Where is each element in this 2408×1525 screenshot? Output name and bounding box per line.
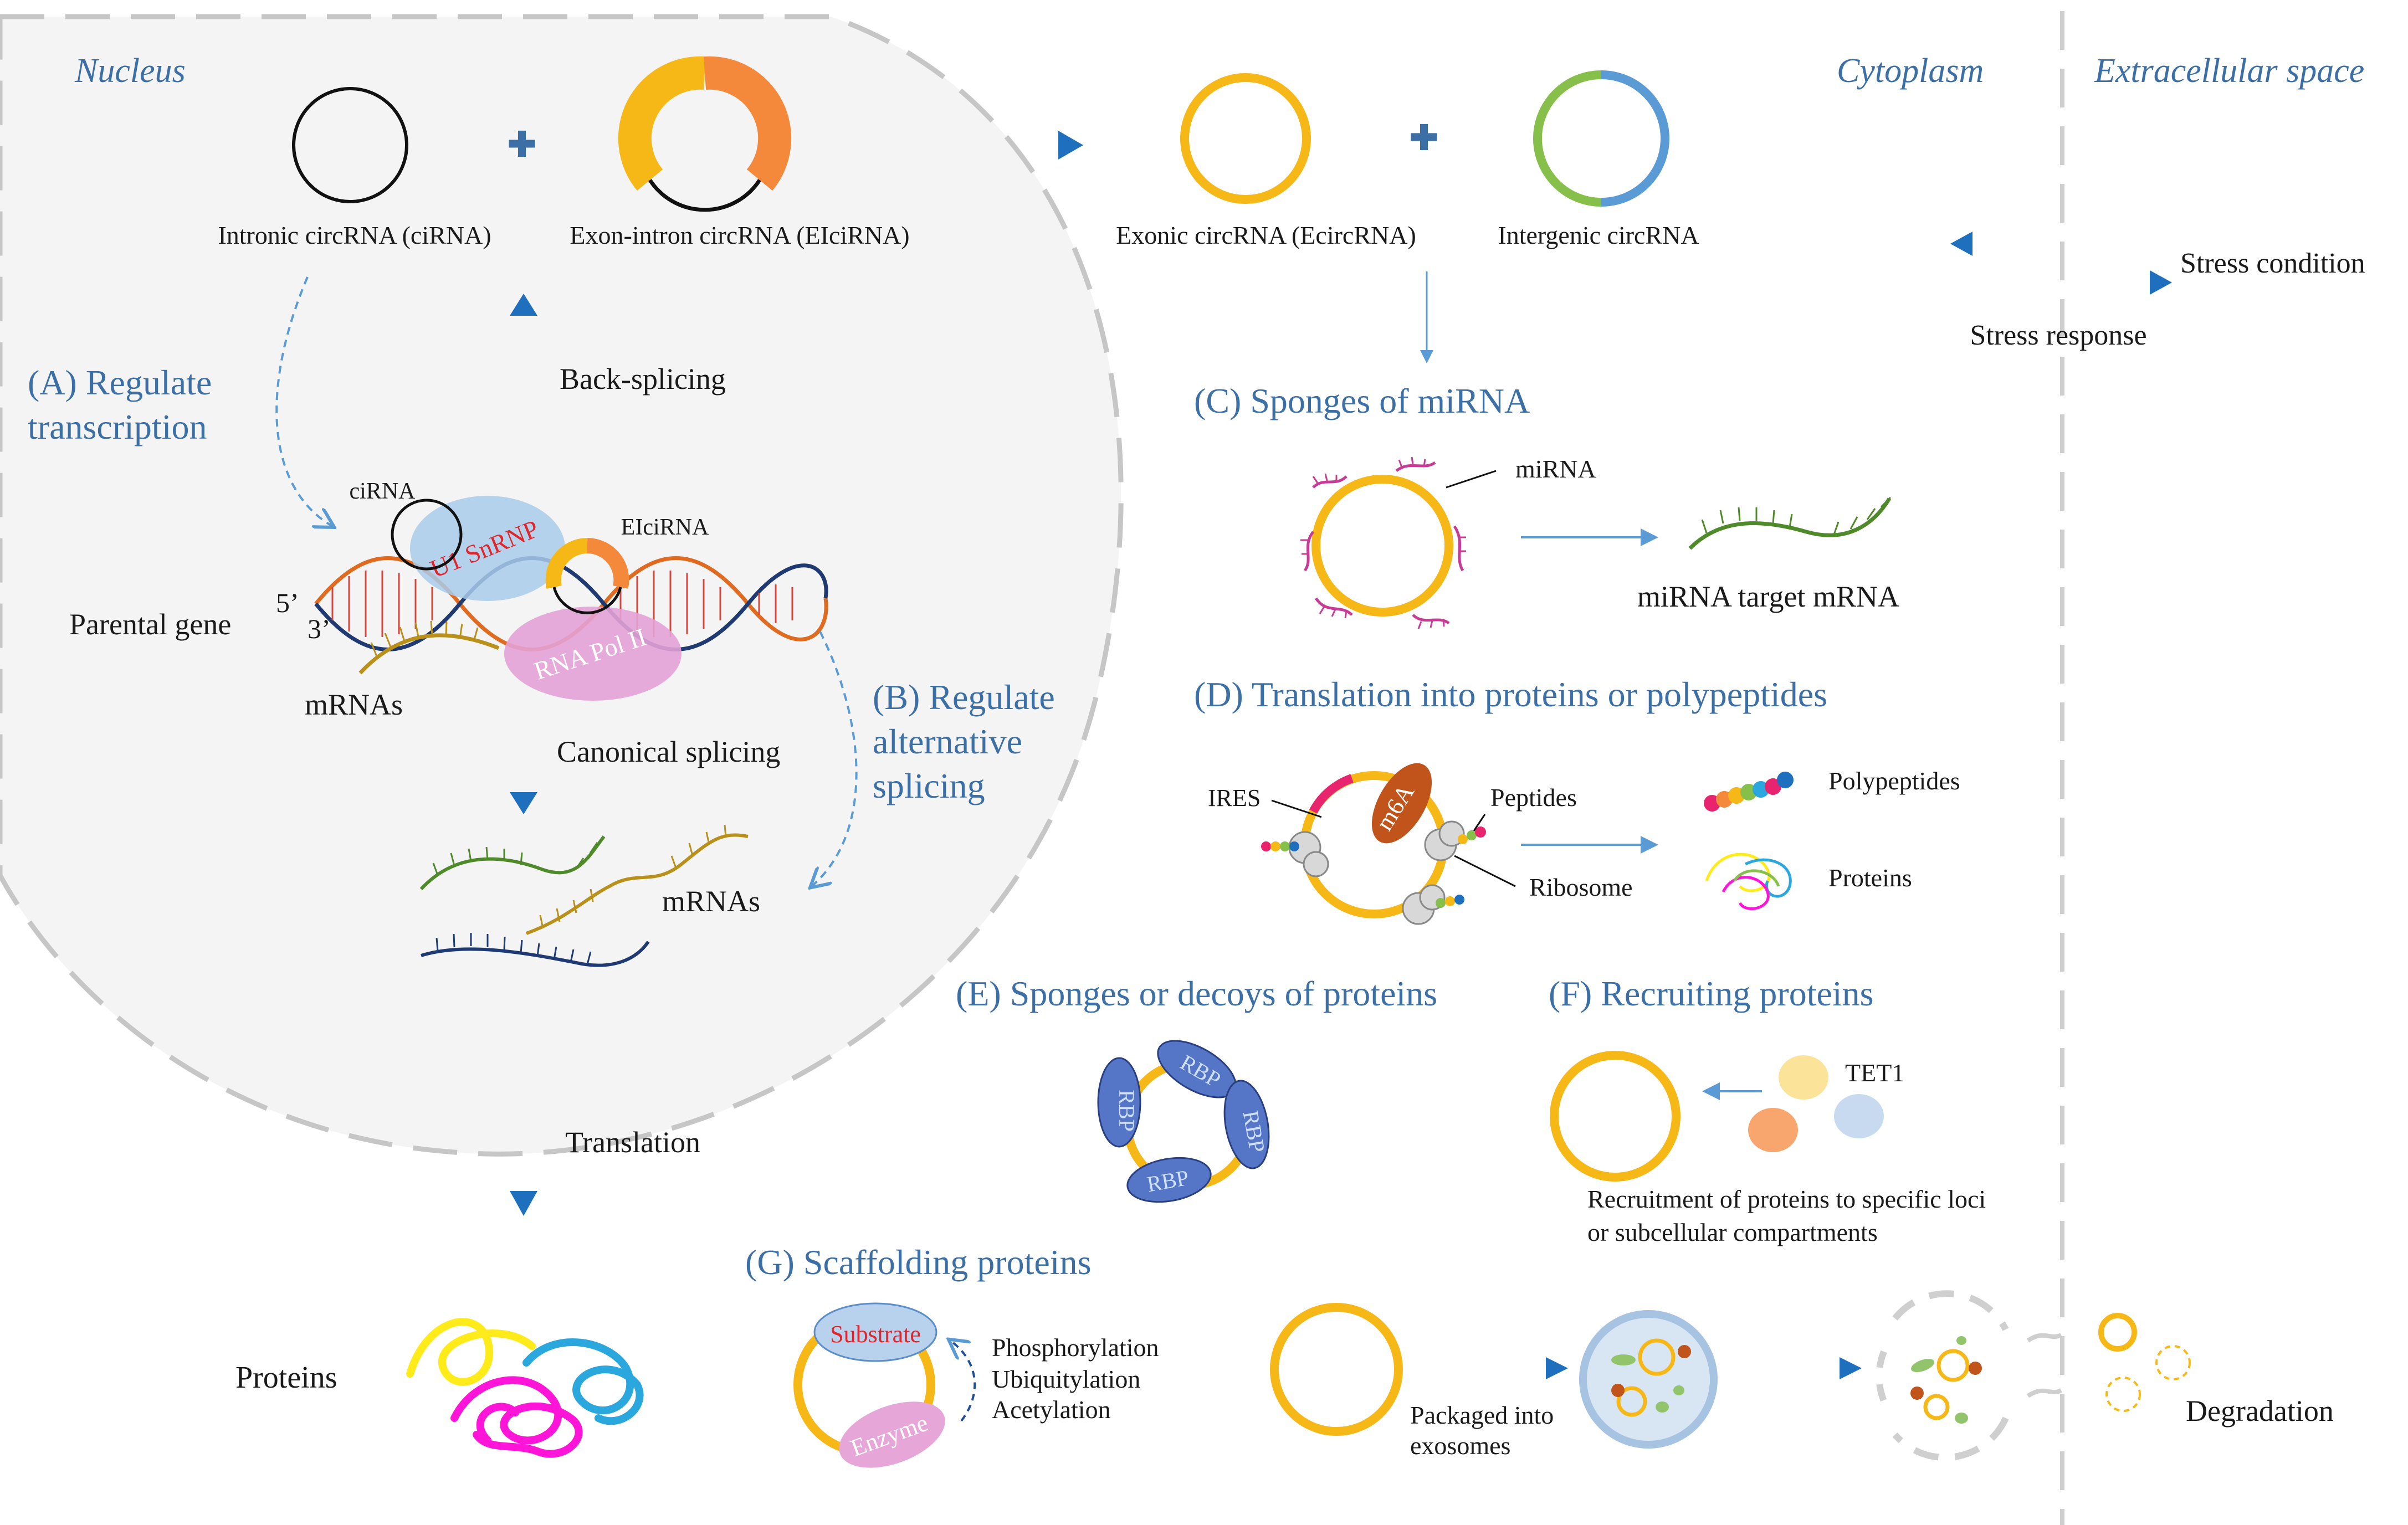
label-f: (F) Recruiting proteins xyxy=(1549,974,1874,1013)
mod-acetylation: Acetylation xyxy=(992,1395,1111,1424)
translation-arrow-head xyxy=(510,1191,537,1216)
mirna-label: miRNA xyxy=(1515,455,1596,483)
stress-condition-label: Stress condition xyxy=(2180,248,2365,279)
mirna-pointer xyxy=(1446,470,1497,489)
label-e: (E) Sponges or decoys of proteins xyxy=(956,974,1437,1013)
stress-response-label: Stress response xyxy=(1970,320,2146,351)
mod-ubiquitylation: Ubiquitylation xyxy=(992,1365,1140,1393)
substrate-label: Substrate xyxy=(830,1321,921,1348)
regulate-transcription-arrow xyxy=(275,276,332,526)
exonic-circrna-label: Exonic circRNA (EcircRNA) xyxy=(1116,221,1416,249)
plus-icon-2: ✚ xyxy=(1410,119,1438,157)
mrnas-top-label: mRNAs xyxy=(305,688,403,721)
label-d: (D) Translation into proteins or polypep… xyxy=(1194,675,1827,714)
mod-phosphorylation: Phosphorylation xyxy=(992,1333,1159,1362)
regulate-splicing-arrow xyxy=(812,631,858,886)
label-a-line2: transcription xyxy=(28,407,207,446)
d-proteins-label: Proteins xyxy=(1828,864,1912,892)
intronic-circrna-icon xyxy=(292,87,408,203)
mirna-target-mrna-icon xyxy=(1688,496,1892,550)
mrnas-bottom-label: mRNAs xyxy=(662,885,760,918)
translation-label: Translation xyxy=(565,1126,700,1159)
protein-tangle-icon xyxy=(406,1318,644,1458)
ribosome-pointer xyxy=(1454,855,1516,887)
polypeptides-icon xyxy=(1704,772,1794,812)
tet1-protein-blue xyxy=(1834,1094,1884,1138)
exon-intron-circrna-icon xyxy=(618,56,792,212)
label-b-line3: splicing xyxy=(873,766,985,805)
m6a-mark xyxy=(1371,763,1432,844)
proteins-label: Proteins xyxy=(235,1360,337,1395)
substrate-protein xyxy=(813,1302,937,1362)
canonical-splicing-label: Canonical splicing xyxy=(557,735,780,768)
polypeptides-label: Polypeptides xyxy=(1828,767,1960,795)
ires-label: IRES xyxy=(1208,784,1261,812)
exon-intron-circrna-label: Exon-intron circRNA (EIciRNA) xyxy=(570,221,909,249)
ires-pointer xyxy=(1271,799,1322,818)
packaged-line2: exosomes xyxy=(1410,1431,1510,1460)
eicirna-label: EIciRNA xyxy=(621,515,709,540)
three-prime-label: 3’ xyxy=(308,613,331,644)
packaged-line1: Packaged into xyxy=(1410,1401,1554,1429)
exonic-circrna-icon xyxy=(1180,73,1311,204)
release-arrow-head xyxy=(1840,1357,1862,1379)
intronic-circrna-label: Intronic circRNA (ciRNA) xyxy=(218,221,491,249)
cirna-label: ciRNA xyxy=(350,479,416,504)
peptides-pointer xyxy=(1473,814,1486,831)
region-nucleus: Nucleus xyxy=(74,52,186,90)
tet1-protein-yellow xyxy=(1779,1055,1828,1100)
c-circrna-icon xyxy=(1311,475,1453,617)
exo-circrna-icon xyxy=(1270,1303,1403,1436)
f-desc-line2: or subcellular compartments xyxy=(1587,1218,1878,1246)
tet1-label: TET1 xyxy=(1845,1059,1904,1087)
ribosome-label: Ribosome xyxy=(1529,873,1633,901)
ribosome-icons xyxy=(1288,820,1465,925)
f-desc-line1: Recruitment of proteins to specific loci xyxy=(1587,1185,1986,1213)
label-c: (C) Sponges of miRNA xyxy=(1194,381,1530,420)
packaging-arrow-head xyxy=(1546,1357,1568,1379)
degradation-label: Degradation xyxy=(2186,1394,2334,1428)
d-proteins-icon xyxy=(1705,853,1792,910)
label-g: (G) Scaffolding proteins xyxy=(745,1242,1091,1282)
peptides-label: Peptides xyxy=(1490,783,1577,812)
five-prime-label: 5’ xyxy=(276,587,299,618)
mrnas-bottom xyxy=(419,824,749,967)
label-a-line1: (A) Regulate xyxy=(28,363,212,402)
back-splicing-label: Back-splicing xyxy=(560,362,726,396)
plus-icon-1: ✚ xyxy=(508,126,536,164)
exosome-icon xyxy=(1579,1310,1718,1449)
rbp-icons xyxy=(1097,1040,1270,1203)
region-cytoplasm: Cytoplasm xyxy=(1837,52,1984,90)
eicirna-on-gene-icon xyxy=(545,538,629,614)
intergenic-circrna-icon xyxy=(1533,70,1669,207)
degraded-circrna-icons xyxy=(2098,1313,2191,1412)
parental-gene-label: Parental gene xyxy=(69,608,231,641)
mirna-target-label: miRNA target mRNA xyxy=(1637,580,1899,613)
parental-gene-dna xyxy=(314,556,828,651)
rna-pol-ii-complex xyxy=(504,607,682,701)
stress-arrow-left-head xyxy=(1950,232,1972,256)
mirna-bound-icon xyxy=(1300,456,1466,629)
enzyme-protein xyxy=(839,1401,945,1468)
cirna-on-gene-icon xyxy=(391,499,463,571)
rbp-label-1: RBP xyxy=(1114,1090,1139,1132)
peptide-beads-icon xyxy=(1261,826,1486,908)
ruptured-exosome-icon xyxy=(1876,1290,2062,1461)
mrna-strand-gene xyxy=(358,620,500,675)
export-arrow-head xyxy=(1058,131,1083,160)
canonical-splicing-arrow-head xyxy=(510,792,537,814)
g-modification-arrow xyxy=(950,1341,976,1422)
tet1-protein-orange xyxy=(1748,1108,1798,1152)
stress-arrow-right-head xyxy=(2150,270,2172,295)
u1-snrnp-complex xyxy=(410,496,565,601)
ires-segment xyxy=(1309,774,1354,814)
back-splicing-arrow-head xyxy=(510,294,537,316)
label-b-line2: alternative xyxy=(873,722,1022,761)
f-circrna-icon xyxy=(1550,1051,1681,1182)
label-b-line1: (B) Regulate xyxy=(873,677,1055,717)
intergenic-circrna-label: Intergenic circRNA xyxy=(1498,221,1699,249)
region-extracellular: Extracellular space xyxy=(2094,52,2364,90)
